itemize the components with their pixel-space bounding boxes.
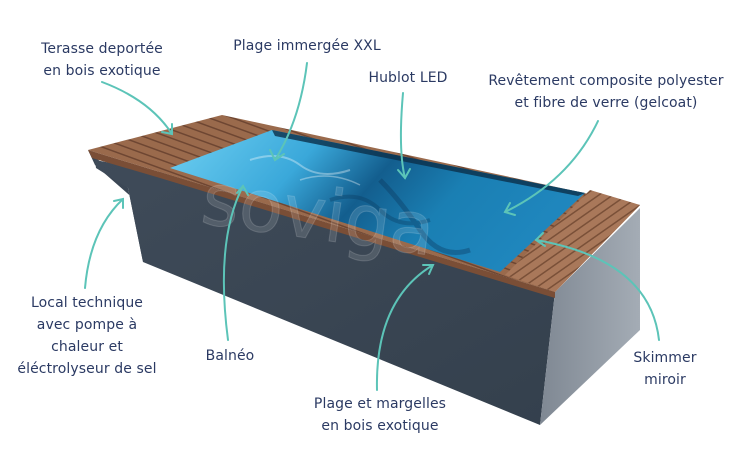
- label-line: chaleur et: [51, 339, 123, 355]
- water-ripples: [249, 155, 471, 255]
- label-line: Balnéo: [205, 348, 255, 364]
- arrow-revetement-head: [503, 202, 516, 216]
- label-line: Hublot LED: [368, 70, 448, 86]
- arrow-revetement: [504, 120, 599, 213]
- arrow-hublot: [399, 92, 406, 179]
- label-line: en bois exotique: [43, 63, 161, 79]
- label-line: Revêtement composite polyester: [488, 73, 724, 89]
- label-line: éléctrolyseur de sel: [17, 361, 157, 377]
- arrow-local-head: [113, 197, 124, 209]
- label-balneo: Balnéo: [195, 345, 265, 367]
- label-plage-margelles: Plage et margelles en bois exotique: [300, 393, 460, 437]
- label-revetement: Revêtement composite polyester et fibre …: [486, 70, 726, 114]
- label-line: avec pompe à: [36, 317, 138, 333]
- label-skimmer: Skimmer miroir: [625, 347, 705, 391]
- arrow-margelles: [375, 264, 434, 391]
- arrow-plage-immergee-head: [269, 149, 285, 162]
- label-line: Skimmer: [633, 350, 697, 366]
- label-terrasse: Terasse deportée en bois exotique: [32, 38, 172, 82]
- pool-side-wall: [540, 208, 640, 425]
- deck-front-rim: [88, 150, 555, 298]
- label-local-technique: Local technique avec pompe à chaleur et …: [2, 292, 172, 380]
- arrow-skimmer: [535, 239, 660, 341]
- arrow-plage-immergee: [274, 62, 308, 161]
- label-line: miroir: [644, 372, 686, 388]
- label-hublot: Hublot LED: [358, 67, 458, 89]
- arrow-local: [84, 198, 124, 289]
- label-line: Terasse deportée: [41, 41, 163, 57]
- arrow-hublot-head: [397, 168, 411, 180]
- pool-water: [170, 130, 585, 272]
- label-line: Local technique: [30, 295, 144, 311]
- callout-arrows: [84, 62, 660, 391]
- arrow-balneo: [222, 185, 244, 341]
- arrow-terrasse-head: [161, 123, 173, 136]
- label-line: en bois exotique: [321, 418, 439, 434]
- arrow-margelles-head: [422, 264, 435, 275]
- pool-inner-edge: [272, 130, 585, 196]
- arrow-terrasse: [101, 81, 173, 135]
- label-line: Plage immergée XXL: [233, 38, 381, 54]
- label-plage-immergee: Plage immergée XXL: [222, 35, 392, 57]
- label-line: Plage et margelles: [313, 396, 447, 412]
- pool-front-wall: [95, 160, 555, 425]
- arrow-balneo-head: [236, 184, 249, 196]
- label-line: et fibre de verre (gelcoat): [514, 95, 698, 111]
- arrow-skimmer-head: [534, 232, 546, 247]
- skimmer-deck: [505, 190, 640, 292]
